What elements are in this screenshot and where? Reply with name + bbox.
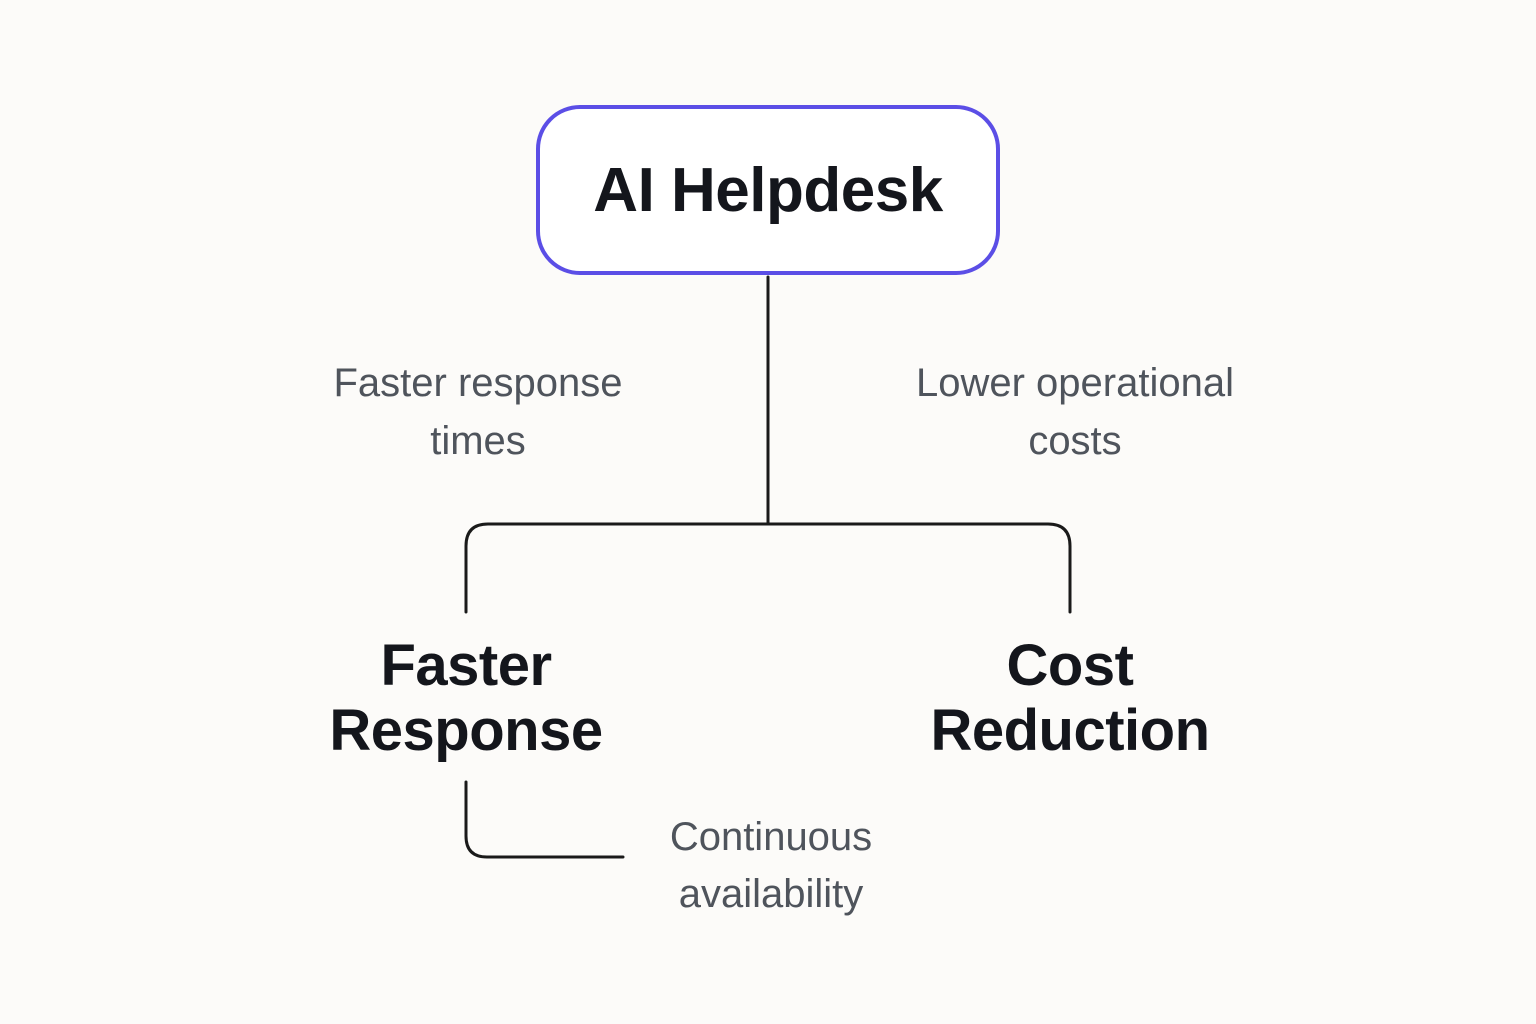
branch-title-line1: Faster [380, 633, 552, 698]
edge-label-left-line1: Faster response [333, 361, 623, 405]
branch-node-faster-response: Faster Response [256, 633, 676, 763]
edge-label-right-line1: Lower operational [916, 361, 1234, 405]
connector-sub-note [464, 780, 625, 859]
edge-label-left: Faster response times [268, 354, 688, 470]
edge-label-left-line2: times [430, 419, 526, 463]
root-node-label: AI Helpdesk [593, 155, 943, 225]
sub-note-continuous-availability: Continuous availability [611, 809, 931, 923]
branch-node-cost-reduction: Cost Reduction [860, 633, 1280, 763]
sub-note-line2: availability [678, 872, 864, 916]
connector-right-branch [766, 522, 1072, 614]
branch-title-line2: Reduction [930, 698, 1210, 763]
branch-title-line1: Cost [1006, 633, 1134, 698]
connector-left-branch [464, 522, 770, 614]
sub-note-line1: Continuous [669, 815, 873, 859]
edge-label-right-line2: costs [1028, 419, 1122, 463]
root-node: AI Helpdesk [536, 105, 1000, 275]
edge-label-right: Lower operational costs [865, 354, 1285, 470]
branch-title-line2: Response [329, 698, 603, 763]
